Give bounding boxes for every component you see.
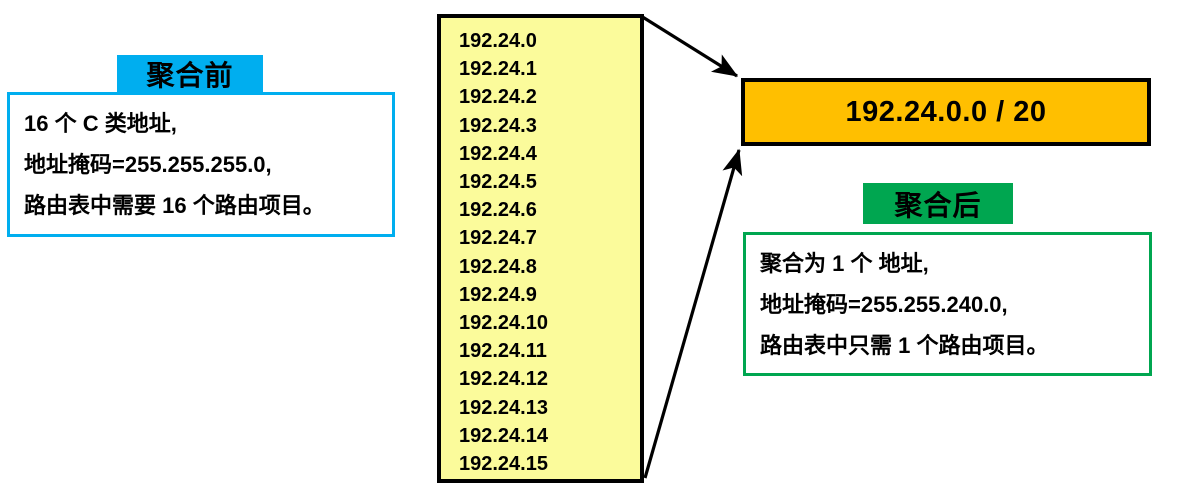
- list-item: 192.24.10: [459, 312, 548, 335]
- list-item: 192.24.0: [459, 30, 537, 52]
- list-item: 192.24.3: [459, 114, 537, 137]
- top-arrow-icon: [640, 14, 739, 78]
- before-line-1: 16 个 C 类地址,: [24, 111, 177, 136]
- list-item: 192.24.2: [459, 86, 537, 109]
- list-item: 192.24.15: [459, 453, 548, 476]
- before-aggregation-panel: 16 个 C 类地址, 地址掩码=255.255.255.0, 路由表中需要 1…: [7, 92, 395, 237]
- list-item: 192.24.9: [459, 283, 537, 306]
- list-item: 192.24.14: [459, 424, 548, 447]
- after-line-3: 路由表中只需 1 个路由项目。: [760, 332, 1049, 358]
- aggregated-prefix-label: 192.24.0.0 / 20: [845, 95, 1047, 128]
- list-item: 192.24.4: [459, 142, 537, 165]
- bottom-arrow-icon: [643, 148, 743, 479]
- list-item: 192.24.11: [459, 340, 547, 363]
- list-item: 192.24.5: [459, 171, 537, 194]
- aggregated-prefix-box: 192.24.0.0 / 20: [741, 78, 1151, 146]
- list-item: 192.24.13: [459, 396, 548, 419]
- before-line-3: 路由表中需要 16 个路由项目。: [24, 193, 325, 218]
- after-line-2: 地址掩码=255.255.240.0,: [760, 291, 1008, 317]
- list-item: 192.24.7: [459, 227, 537, 250]
- address-list-box: 192.24.0 192.24.1 192.24.2 192.24.3 192.…: [437, 14, 644, 483]
- list-item: 192.24.8: [459, 255, 537, 278]
- list-item: 192.24.1: [459, 58, 537, 81]
- list-item: 192.24.12: [459, 368, 548, 391]
- after-aggregation-panel: 聚合为 1 个 地址, 地址掩码=255.255.240.0, 路由表中只需 1…: [743, 232, 1152, 376]
- after-aggregation-tab: 聚合后: [863, 183, 1013, 224]
- list-item: 192.24.6: [459, 199, 537, 222]
- after-line-1: 聚合为 1 个 地址,: [760, 250, 929, 276]
- before-line-2: 地址掩码=255.255.255.0,: [24, 152, 272, 177]
- before-aggregation-tab: 聚合前: [117, 55, 263, 93]
